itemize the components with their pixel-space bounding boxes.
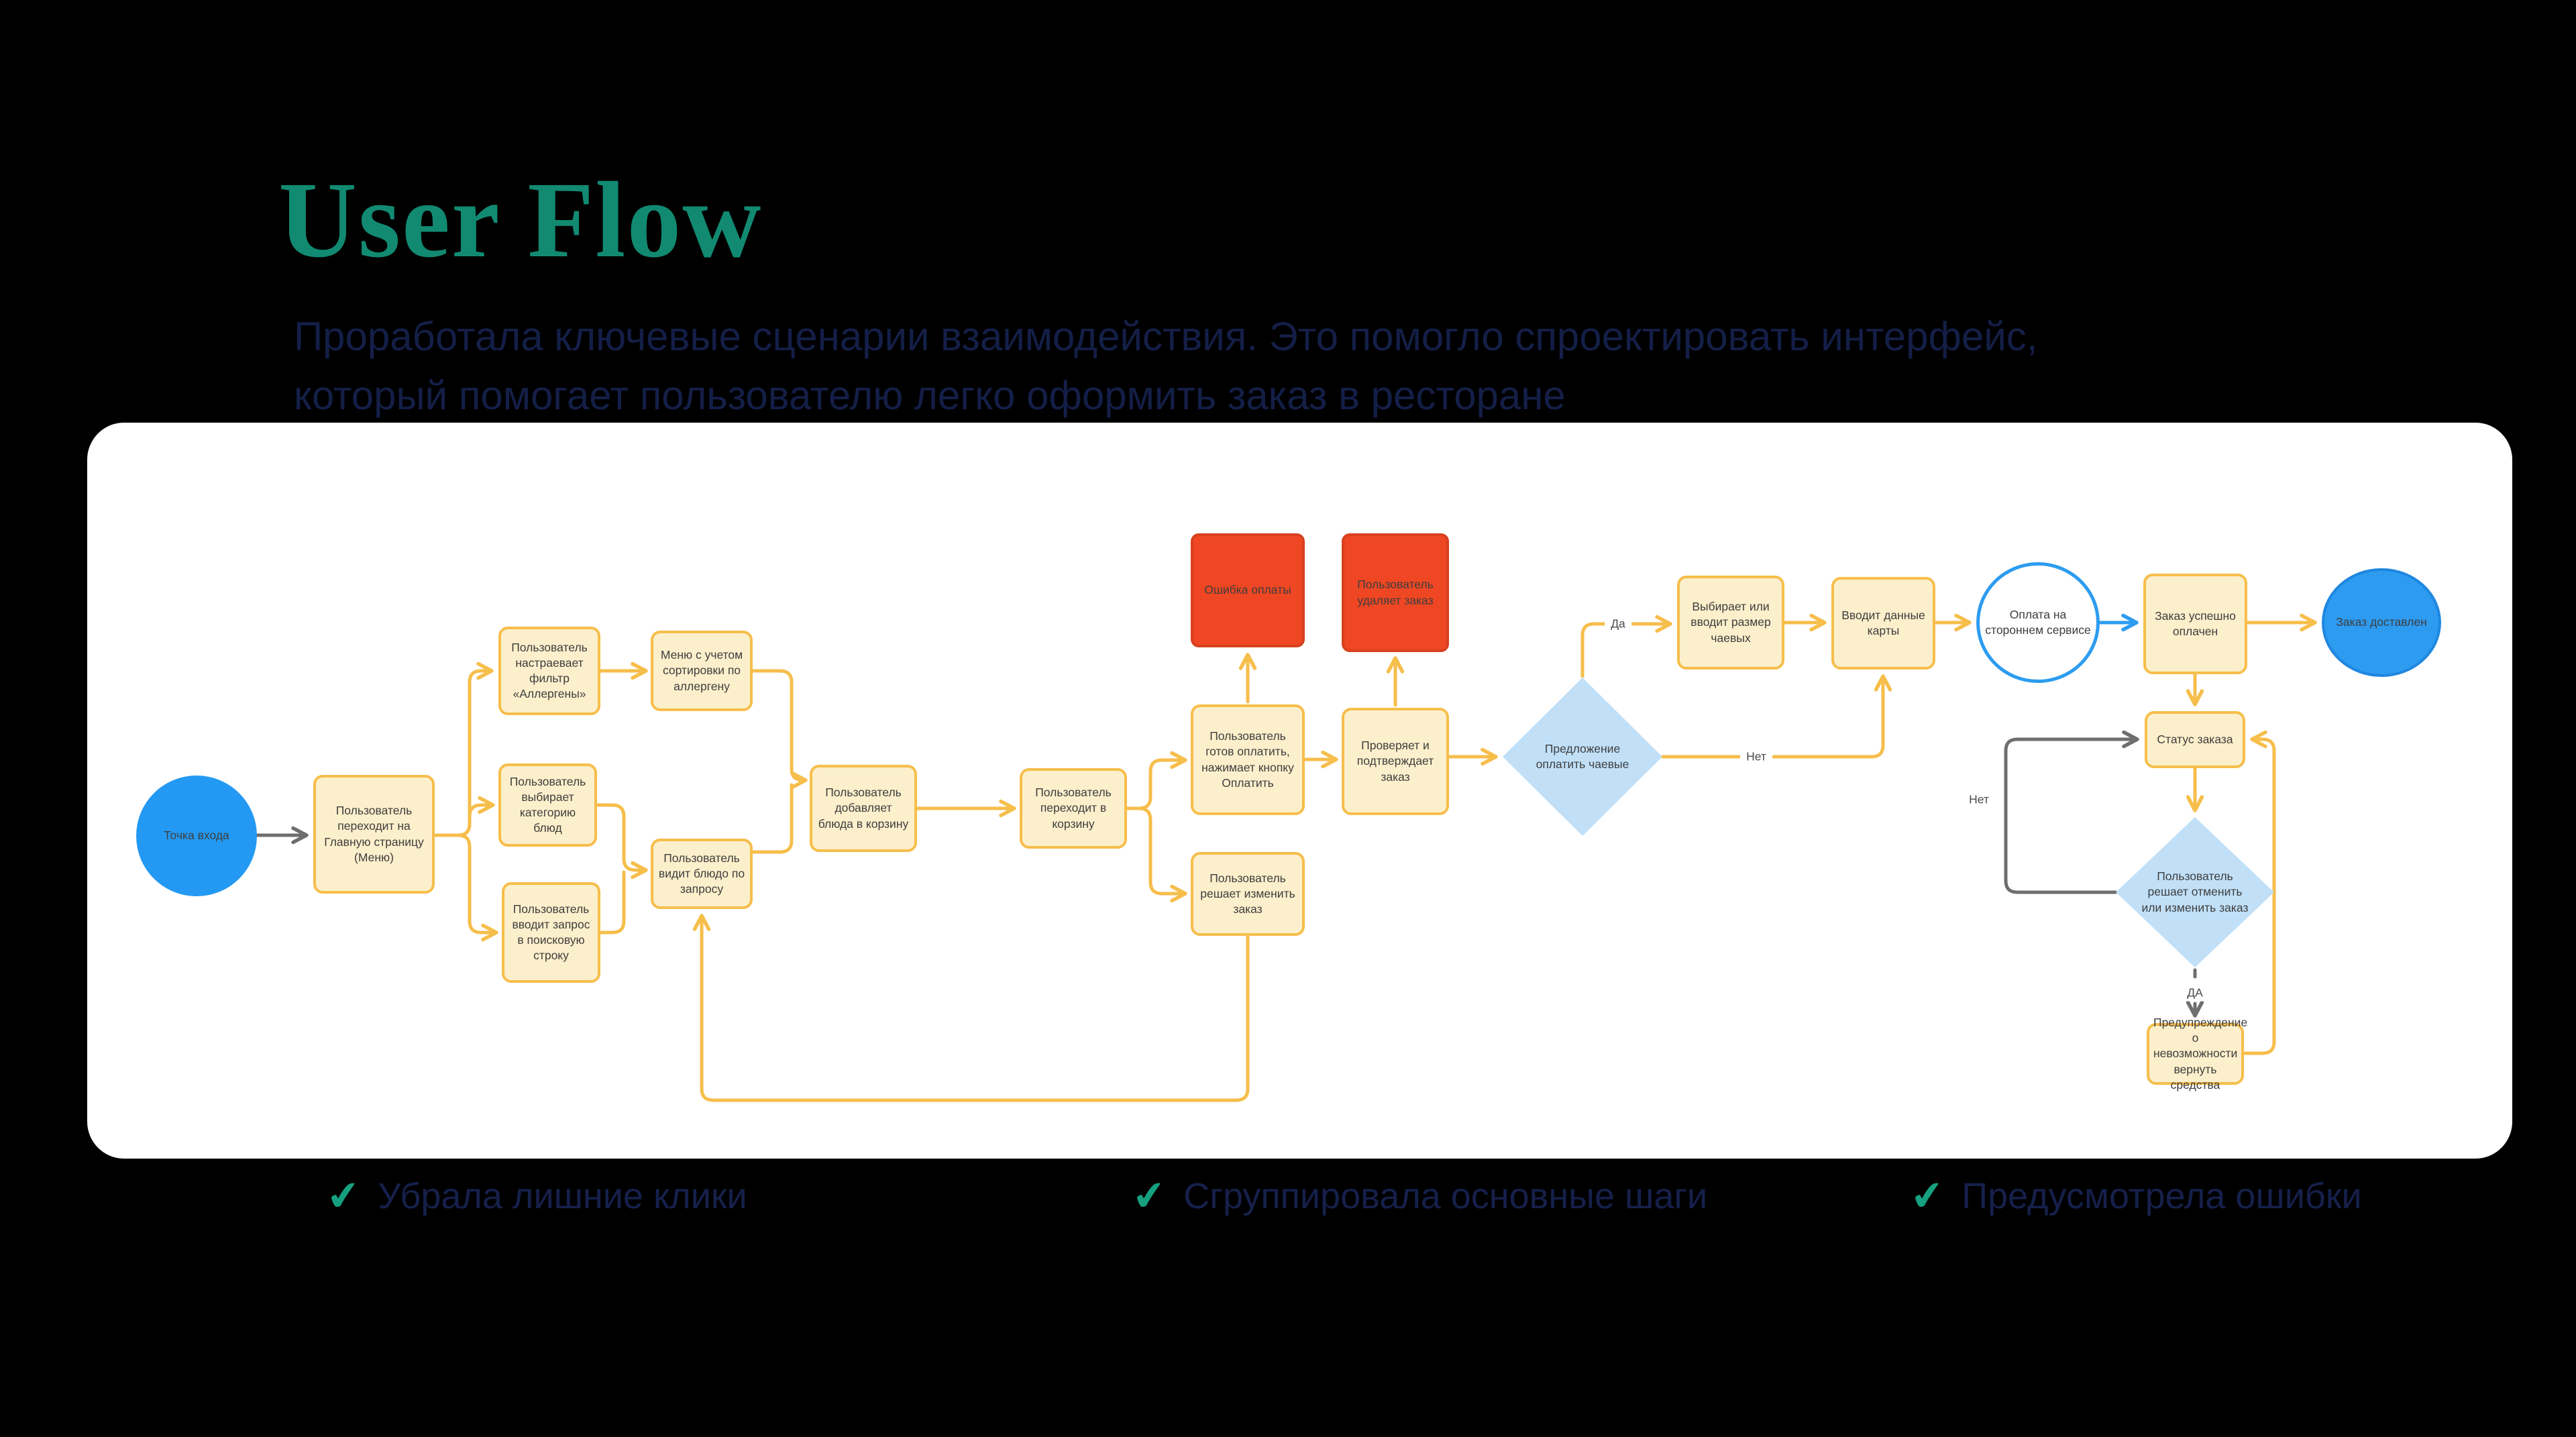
node-refund-warning: Предупреждение о невозможности вернуть с…: [2147, 1016, 2247, 1092]
node-entry-point-label: Точка входа: [164, 829, 229, 843]
checklist-item: ✔ Сгруппировала основные шаги: [1130, 1172, 1708, 1220]
subtitle-line-1: Проработала ключевые сценарии взаимодейс…: [294, 314, 2038, 359]
node-delete-order: Пользователь удаляет заказ: [1342, 533, 1449, 652]
node-delete-order-label: Пользователь удаляет заказ: [1357, 578, 1434, 607]
checklist-item: ✔ Убрала лишние клики: [325, 1172, 747, 1220]
edge-label-no-status: Нет: [1963, 791, 1995, 808]
node-change-order-label: Пользователь решает изменить заказ: [1200, 871, 1295, 916]
node-go-to-cart: Пользователь переходит в корзину: [1020, 768, 1127, 849]
node-tips-amount-label: Выбирает или вводит размер чаевых: [1690, 600, 1771, 645]
node-sees-dish-label: Пользователь видит блюдо по запросу: [658, 851, 745, 896]
checklist-item-label: Убрала лишние клики: [378, 1176, 747, 1216]
node-payment-error: Ошибка оплаты: [1191, 533, 1305, 647]
node-choose-category: Пользователь выбирает категорию блюд: [498, 763, 597, 847]
node-card-details-label: Вводит данные карты: [1841, 608, 1925, 637]
node-goto-main: Пользователь переходит на Главную страни…: [313, 775, 435, 894]
node-external-payment: Оплата на стороннем сервисе: [1976, 562, 2100, 683]
edge-label-yes-cancel: ДА: [2181, 984, 2209, 1002]
edge-label-no-tips: Нет: [1740, 748, 1772, 765]
page-subtitle: Проработала ключевые сценарии взаимодейс…: [294, 307, 2037, 425]
node-confirm-order-label: Проверяет и подтверждает заказ: [1356, 739, 1434, 784]
node-ready-to-pay: Пользователь готов оплатить, нажимает кн…: [1191, 704, 1305, 815]
node-payment-error-label: Ошибка оплаты: [1204, 583, 1291, 597]
node-sees-dish: Пользователь видит блюдо по запросу: [651, 839, 753, 909]
node-add-to-cart: Пользователь добавляет блюда в корзину: [810, 765, 917, 852]
node-tips-amount: Выбирает или вводит размер чаевых: [1677, 576, 1784, 670]
node-search-query-label: Пользователь вводит запрос в поисковую с…: [512, 902, 590, 963]
node-entry-point: Точка входа: [136, 776, 257, 896]
node-cancel-decision-label: Пользователь решает отменить или изменит…: [2141, 869, 2249, 914]
node-allergen-filter: Пользователь настраевает фильтр «Аллерге…: [498, 627, 600, 715]
node-add-to-cart-label: Пользователь добавляет блюда в корзину: [818, 786, 909, 831]
node-delivered: Заказ доставлен: [2322, 568, 2441, 677]
node-change-order: Пользователь решает изменить заказ: [1191, 852, 1305, 936]
node-order-status: Статус заказа: [2145, 711, 2245, 768]
node-confirm-order: Проверяет и подтверждает заказ: [1342, 708, 1449, 815]
node-paid-success: Заказ успешно оплачен: [2143, 574, 2247, 674]
edge-label-yes-tips: Да: [1605, 615, 1631, 633]
subtitle-line-2: который помогает пользователю легко офор…: [294, 373, 1566, 418]
node-choose-category-label: Пользователь выбирает категорию блюд: [509, 774, 586, 835]
node-external-payment-label: Оплата на стороннем сервисе: [1985, 607, 2091, 637]
node-search-query: Пользователь вводит запрос в поисковую с…: [502, 882, 600, 983]
node-card-details: Вводит данные карты: [1831, 577, 1935, 670]
node-paid-success-label: Заказ успешно оплачен: [2155, 608, 2236, 638]
node-menu-sorted: Меню с учетом сортировки по аллергену: [651, 631, 753, 711]
node-ready-to-pay-label: Пользователь готов оплатить, нажимает кн…: [1201, 729, 1294, 790]
page-title: User Flow: [278, 160, 763, 280]
node-delivered-label: Заказ доставлен: [2336, 615, 2427, 629]
node-goto-main-label: Пользователь переходит на Главную страни…: [324, 804, 424, 864]
node-allergen-filter-label: Пользователь настраевает фильтр «Аллерге…: [511, 640, 588, 701]
node-menu-sorted-label: Меню с учетом сортировки по аллергену: [660, 648, 743, 693]
checklist-item: ✔ Предусмотрела ошибки: [1909, 1172, 2362, 1220]
checklist-item-label: Сгруппировала основные шаги: [1183, 1176, 1708, 1216]
node-go-to-cart-label: Пользователь переходит в корзину: [1035, 786, 1112, 831]
checklist-item-label: Предусмотрела ошибки: [1962, 1176, 2362, 1216]
node-order-status-label: Статус заказа: [2157, 732, 2233, 746]
node-tips-offer-label: Предложение оплатить чаевые: [1536, 741, 1629, 771]
node-refund-warning-label: Предупреждение о невозможности вернуть с…: [2153, 1016, 2248, 1092]
